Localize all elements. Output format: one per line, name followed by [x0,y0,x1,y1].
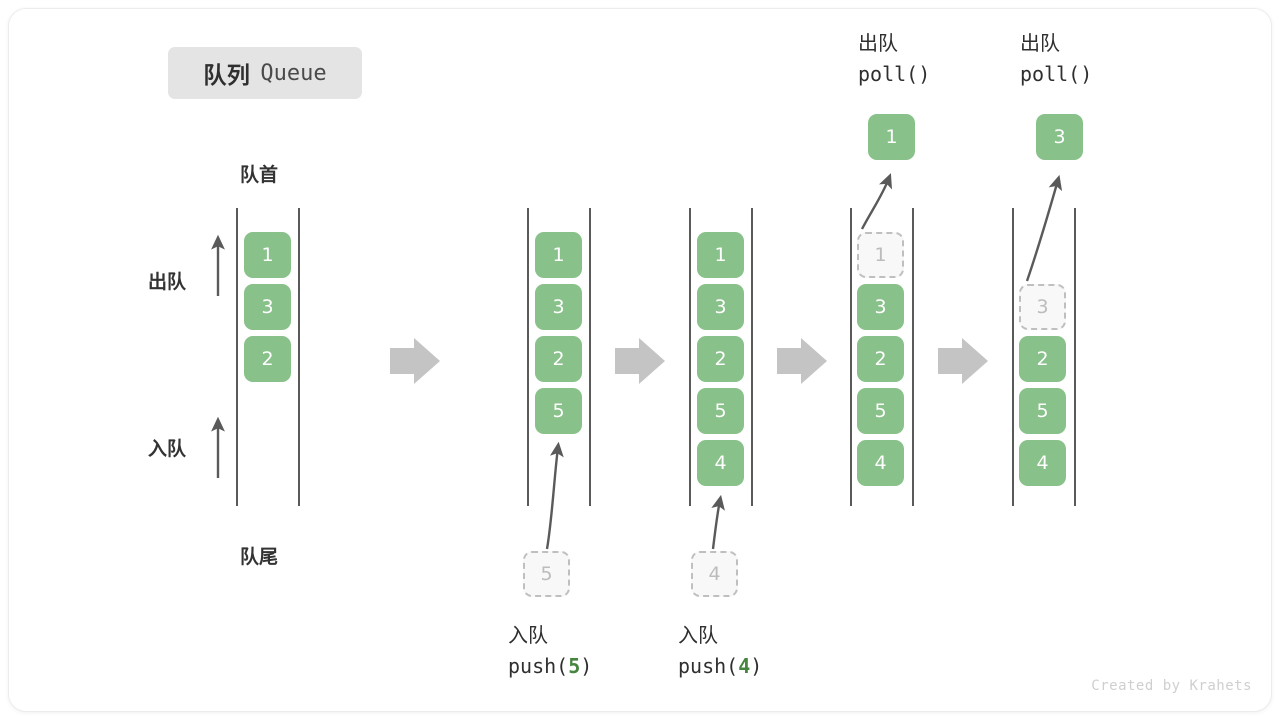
step-caption-cn: 入队 [508,623,548,647]
diagram-title-cn: 队列 [203,63,251,89]
queue-cell: 1 [697,232,744,278]
pending-cell: 4 [691,551,738,597]
queue-cell: 3 [697,284,744,330]
step-caption-cn: 出队 [1020,31,1060,55]
step-caption-poll-3: 出队 poll() [1020,28,1092,90]
pending-cell: 5 [523,551,570,597]
queue-cell: 5 [697,388,744,434]
queue-cell: 2 [244,336,291,382]
step-caption-code-pre: poll( [1020,62,1081,86]
queue-rail-left-4 [850,208,852,506]
popped-cell: 1 [868,114,915,160]
label-queue-front: 队首 [240,164,279,186]
queue-cell-removed: 1 [857,232,904,278]
step-caption-code-post: ) [918,62,931,86]
queue-cell: 2 [1019,336,1066,382]
queue-cell: 4 [857,440,904,486]
step-caption-code-pre: push( [678,654,739,678]
queue-rail-left-1 [236,208,238,506]
queue-rail-left-5 [1012,208,1014,506]
label-enqueue-side: 入队 [148,438,187,460]
diagram-card [8,8,1272,712]
queue-cell: 5 [535,388,582,434]
queue-cell: 1 [244,232,291,278]
step-caption-poll-1: 出队 poll() [858,28,930,90]
queue-cell: 3 [244,284,291,330]
label-dequeue-side: 出队 [148,271,187,293]
step-caption-code-post: ) [1080,62,1093,86]
popped-cell: 3 [1036,114,1083,160]
queue-cell-removed: 3 [1019,284,1066,330]
step-caption-cn: 入队 [678,623,718,647]
queue-cell: 3 [857,284,904,330]
label-queue-rear: 队尾 [240,546,279,568]
queue-cell: 1 [535,232,582,278]
step-caption-push-5: 入队 push(5) [508,620,592,682]
queue-rail-right-2 [589,208,591,506]
step-caption-code-num: 5 [568,654,581,678]
queue-cell: 5 [1019,388,1066,434]
queue-cell: 2 [697,336,744,382]
queue-cell: 4 [1019,440,1066,486]
queue-cell: 5 [857,388,904,434]
step-caption-code-post: ) [750,654,763,678]
step-caption-code-post: ) [580,654,593,678]
queue-rail-right-5 [1074,208,1076,506]
queue-rail-right-4 [912,208,914,506]
step-caption-cn: 出队 [858,31,898,55]
step-caption-code-pre: poll( [858,62,919,86]
diagram-title-en: Queue [260,60,327,86]
step-caption-code-num: 4 [738,654,751,678]
step-caption-code-pre: push( [508,654,569,678]
queue-rail-right-3 [751,208,753,506]
queue-cell: 2 [857,336,904,382]
queue-rail-left-2 [527,208,529,506]
queue-cell: 3 [535,284,582,330]
diagram-title-chip: 队列 Queue [168,47,362,99]
queue-rail-right-1 [298,208,300,506]
step-caption-push-4: 入队 push(4) [678,620,762,682]
queue-rail-left-3 [689,208,691,506]
queue-cell: 2 [535,336,582,382]
watermark-credit: Created by Krahets [1091,678,1252,694]
queue-cell: 4 [697,440,744,486]
